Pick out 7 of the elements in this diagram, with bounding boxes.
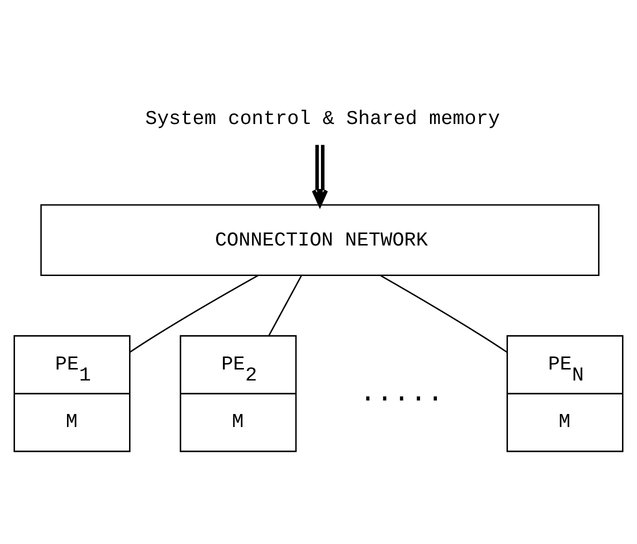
node-text: System control & Shared memory — [145, 108, 500, 130]
connector — [129, 274, 259, 352]
node-box: CONNECTION NETWORK — [40, 204, 600, 276]
arrow — [312, 144, 328, 206]
connector — [380, 274, 508, 352]
label: ..... — [359, 378, 444, 410]
connector — [268, 274, 302, 336]
